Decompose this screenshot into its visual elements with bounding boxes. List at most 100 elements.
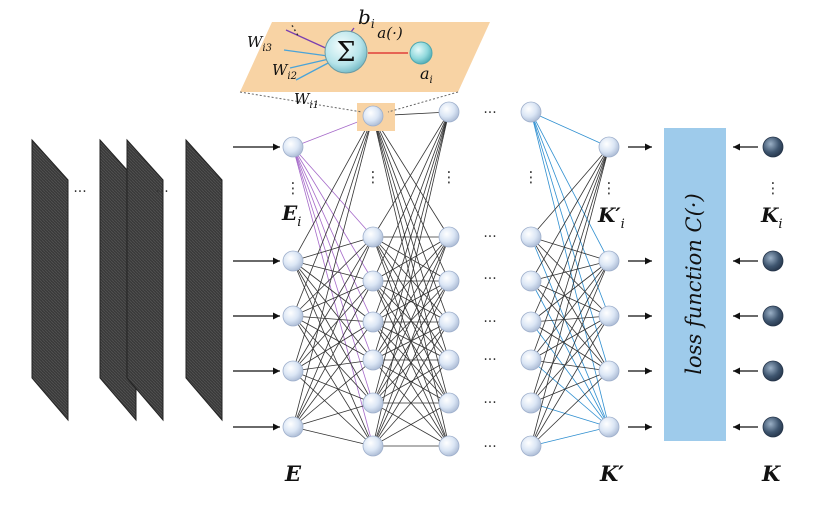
network-node bbox=[520, 226, 542, 248]
connection-edge bbox=[530, 111, 610, 148]
weight-label-3: Wi3 bbox=[247, 33, 272, 54]
network-connections bbox=[292, 111, 610, 447]
connection-edge bbox=[372, 115, 450, 282]
connection-edge bbox=[530, 280, 610, 317]
connection-edge bbox=[292, 146, 374, 404]
connection-edge bbox=[530, 402, 610, 428]
target-node-label: Ki bbox=[760, 203, 783, 232]
bias-main: b bbox=[358, 5, 371, 29]
connection-edge bbox=[292, 260, 374, 361]
connection-edge bbox=[292, 280, 374, 317]
image-plane-icon bbox=[126, 138, 164, 422]
left-arrow-icon bbox=[733, 143, 758, 151]
left-arrow-icon bbox=[733, 423, 758, 431]
connection-edge bbox=[530, 146, 610, 361]
network-node bbox=[362, 392, 384, 414]
arrow-head bbox=[645, 423, 652, 431]
network-node bbox=[282, 360, 304, 382]
connection-edge bbox=[372, 280, 450, 323]
connection-edge bbox=[292, 115, 374, 428]
connection-edge bbox=[530, 321, 610, 428]
connection-edge bbox=[372, 359, 450, 404]
bias-sub: i bbox=[371, 17, 375, 31]
connection-edge bbox=[530, 260, 610, 282]
connection-edge bbox=[530, 146, 610, 238]
activation-output-node bbox=[409, 41, 433, 65]
connection-edge bbox=[292, 260, 374, 323]
arrow-head bbox=[273, 423, 280, 431]
connection-edge bbox=[292, 146, 374, 447]
loss-function-box bbox=[664, 128, 726, 441]
network-node bbox=[438, 349, 460, 371]
loss-function-label: loss function C(·) bbox=[682, 193, 706, 374]
connection-edge bbox=[292, 315, 374, 361]
connection-edge bbox=[292, 315, 374, 323]
connection-edge bbox=[530, 260, 610, 404]
connection-edge bbox=[530, 260, 610, 323]
network-node bbox=[598, 416, 620, 438]
connection-edge bbox=[292, 236, 374, 262]
weight-label-2: Wi2 bbox=[272, 61, 297, 82]
output-main: a bbox=[420, 64, 430, 83]
target-node bbox=[762, 136, 784, 158]
bias-label: bi bbox=[358, 5, 375, 31]
signal-arrows bbox=[233, 143, 758, 431]
network-node bbox=[282, 250, 304, 272]
connection-edge bbox=[292, 115, 374, 317]
connection-edge bbox=[530, 146, 610, 404]
connection-edge bbox=[292, 359, 374, 428]
arrow-head bbox=[645, 312, 652, 320]
connection-edge bbox=[292, 315, 374, 404]
arrow-head bbox=[273, 257, 280, 265]
ellipsis-marker: ··· bbox=[483, 229, 496, 245]
network-node bbox=[520, 311, 542, 333]
right-arrow-icon bbox=[628, 367, 652, 375]
network-node bbox=[282, 136, 304, 158]
output-node-label: K′i bbox=[597, 203, 625, 232]
ellipsis-marker: ··· bbox=[483, 352, 496, 368]
connection-edge bbox=[292, 115, 374, 262]
network-node bbox=[598, 250, 620, 272]
connection-edge bbox=[530, 260, 610, 447]
connection-edge bbox=[530, 236, 610, 262]
ellipsis-marker: ⋮ bbox=[602, 179, 617, 197]
connection-edge bbox=[530, 260, 610, 361]
connection-edge bbox=[292, 115, 374, 372]
activation-label: a(·) bbox=[377, 24, 403, 42]
summation-symbol: Σ bbox=[336, 37, 355, 68]
network-node bbox=[362, 311, 384, 333]
left-arrow-icon bbox=[733, 367, 758, 375]
connection-edge bbox=[292, 146, 374, 282]
network-node bbox=[362, 435, 384, 457]
target-layer-label: K bbox=[761, 461, 781, 486]
weight-line-4 bbox=[289, 58, 330, 69]
connection-edge bbox=[372, 359, 450, 447]
connection-edge bbox=[292, 315, 374, 447]
zoom-guide-left bbox=[239, 91, 363, 113]
connection-edge bbox=[292, 146, 374, 238]
network-node bbox=[520, 392, 542, 414]
ellipsis-marker: ··· bbox=[155, 184, 168, 200]
network-node bbox=[438, 226, 460, 248]
right-arrow-icon bbox=[233, 423, 280, 431]
connection-edge bbox=[292, 280, 374, 428]
connection-edge bbox=[372, 236, 450, 361]
network-node bbox=[598, 136, 620, 158]
right-arrow-icon bbox=[233, 367, 280, 375]
ellipsis-markers: ···························⋮⋮⋮⋮⋮⋮ bbox=[73, 105, 780, 455]
connection-edge bbox=[372, 111, 450, 361]
left-arrow-icon bbox=[733, 312, 758, 320]
connection-edge bbox=[372, 402, 450, 447]
ellipsis-marker: ⋮ bbox=[366, 168, 381, 186]
right-arrow-icon bbox=[233, 312, 280, 320]
arrow-head bbox=[733, 367, 740, 375]
arrow-head bbox=[733, 257, 740, 265]
ellipsis-marker: ··· bbox=[483, 439, 496, 455]
zoom-guide-right bbox=[387, 91, 459, 113]
network-node bbox=[438, 101, 460, 123]
ellipsis-marker: ⋮ bbox=[286, 179, 301, 197]
connection-edge bbox=[530, 426, 610, 447]
input-layer-label: E bbox=[284, 461, 302, 486]
connection-edge bbox=[530, 146, 610, 447]
